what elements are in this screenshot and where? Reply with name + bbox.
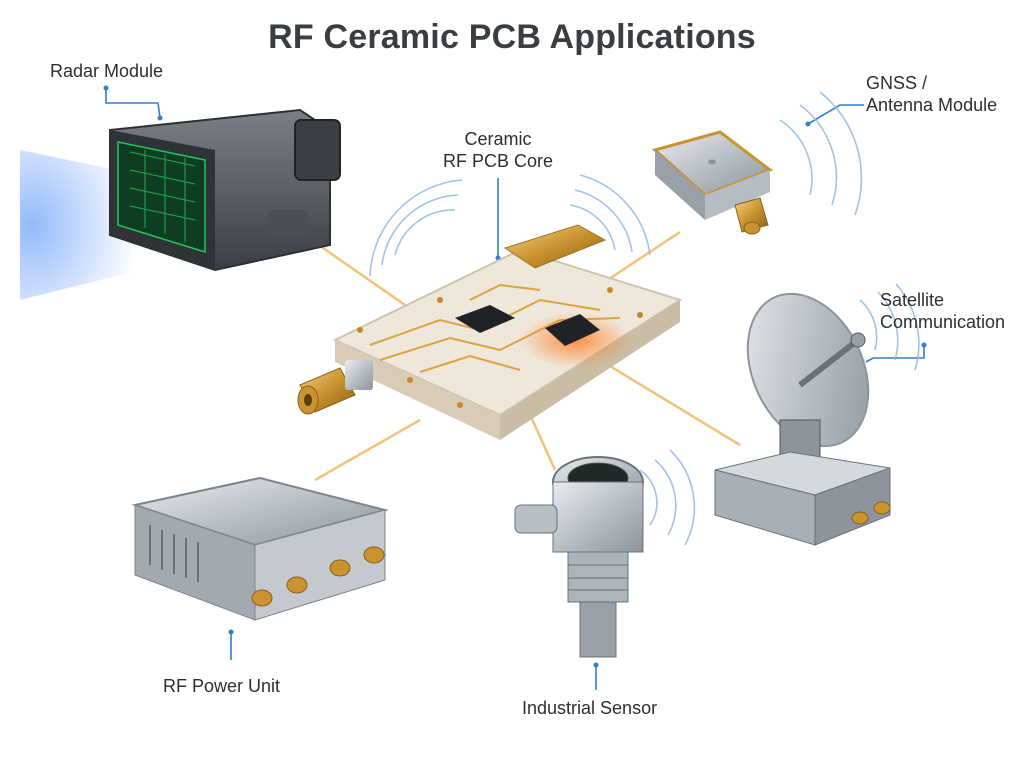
rf-power-unit-illustration (131, 476, 389, 621)
signal-arcs (369, 91, 920, 546)
gnss-antenna-illustration (651, 130, 774, 235)
label-radar-module: Radar Module (50, 61, 164, 81)
callout-dots (103, 85, 927, 668)
label-sat-line1: Satellite (880, 290, 945, 310)
label-gnss-line1: GNSS / (866, 73, 928, 93)
label-ceramic-pcb-core: Ceramic RF PCB Core (438, 128, 558, 172)
label-satellite-communication: Satellite Communication (880, 289, 1005, 333)
label-core-line2: RF PCB Core (442, 151, 554, 171)
label-gnss-line2: Antenna Module (866, 95, 998, 115)
callout-lines (105, 88, 925, 690)
label-rf-power-unit: RF Power Unit (163, 676, 281, 696)
satellite-dish-illustration (714, 292, 891, 546)
ceramic-pcb-illustration (297, 224, 683, 440)
label-sat-line2: Communication (880, 312, 1006, 332)
industrial-sensor-illustration (514, 456, 644, 658)
label-industrial-sensor: Industrial Sensor (522, 698, 658, 718)
label-gnss-antenna: GNSS / Antenna Module (866, 72, 997, 116)
radar-module-illustration (20, 108, 341, 300)
sma-connector-icon (297, 360, 373, 415)
diagram-title: RF Ceramic PCB Applications (268, 18, 756, 56)
label-core-line1: Ceramic (464, 129, 532, 149)
